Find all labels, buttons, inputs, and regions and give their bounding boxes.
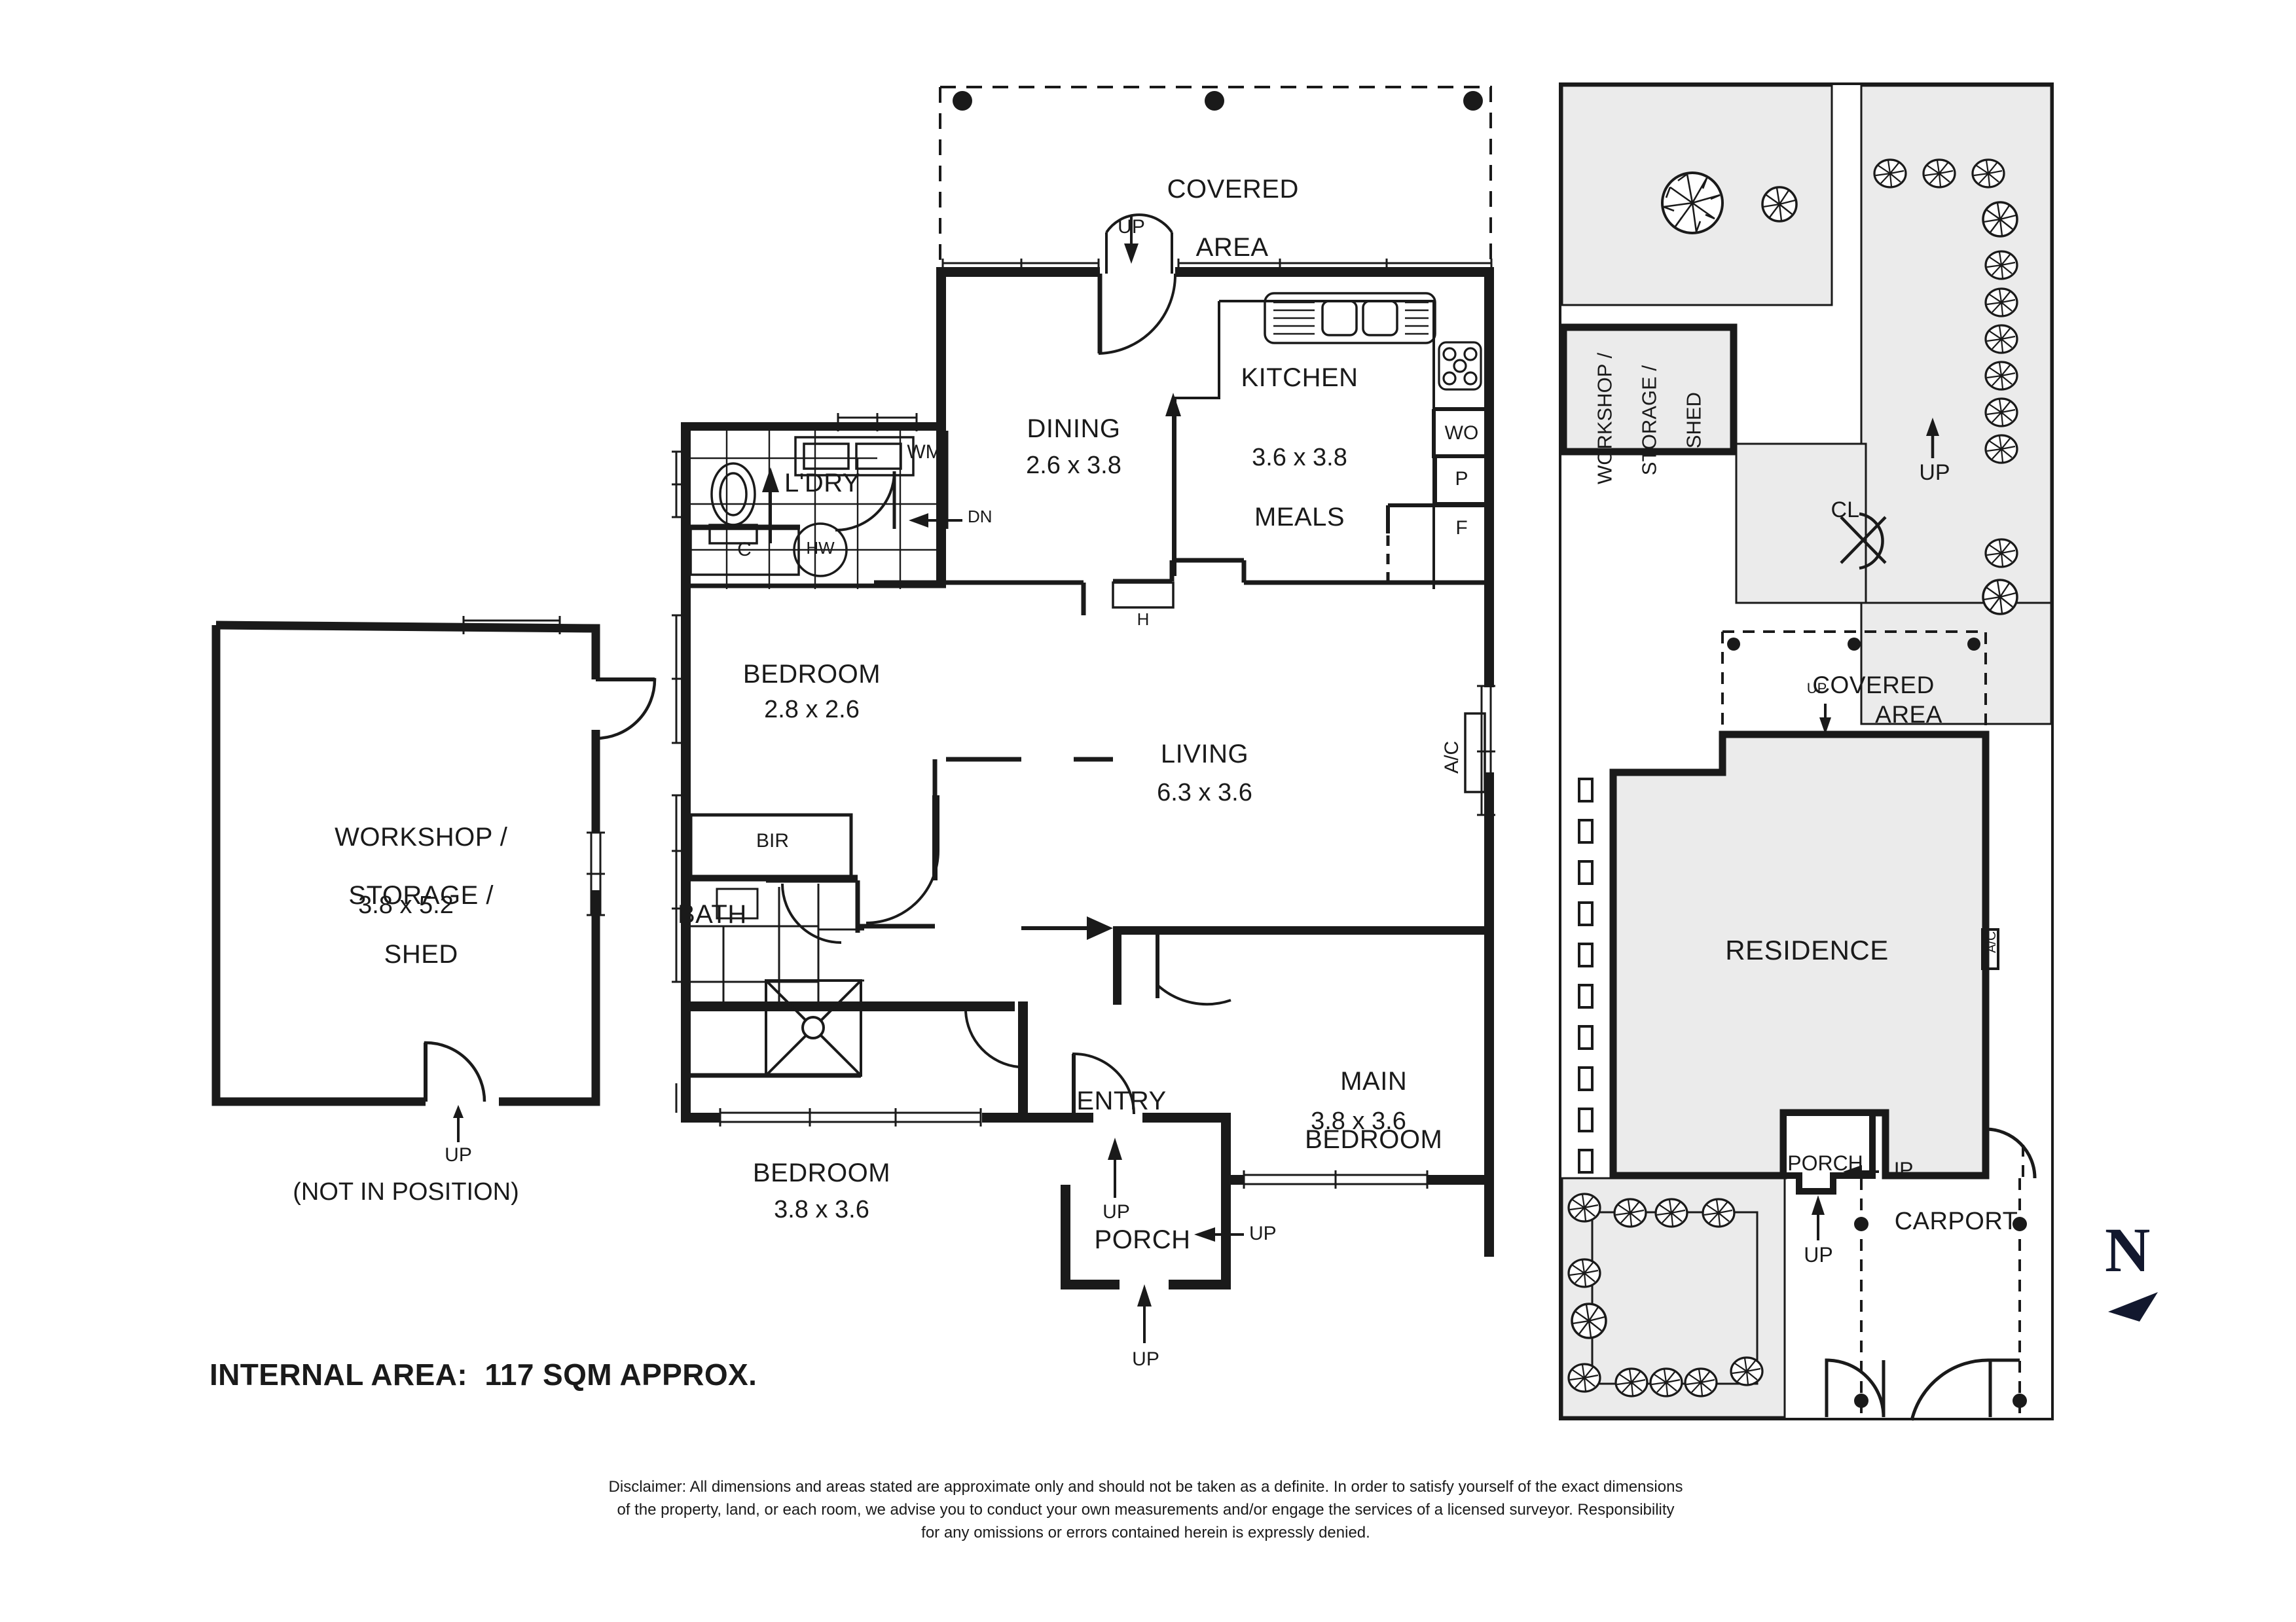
direction-label-dn: DN — [968, 507, 993, 526]
disclaimer-line-3: for any omissions or errors contained he… — [921, 1524, 1370, 1541]
fixture-label-p: P — [1455, 468, 1468, 490]
site-up-label-rear: UP — [1919, 460, 1950, 485]
room-dim-dining: 2.6 x 3.8 — [1026, 452, 1121, 479]
site-up-label-covered: UP — [1806, 680, 1827, 696]
room-dim-kitchen: 3.6 x 3.8 — [1252, 444, 1347, 471]
site-covered-area-label-2: AREA — [1875, 701, 1942, 729]
fixture-label-h: H — [1137, 609, 1150, 629]
site-up-label-porch: UP — [1884, 1158, 1914, 1181]
compass-north-label: N — [2105, 1215, 2151, 1285]
site-clothesline-label: CL — [1831, 497, 1859, 522]
direction-label-up-porch-front: UP — [1132, 1348, 1159, 1370]
residence-thin-lines — [672, 213, 1495, 1343]
room-dim-main-bedroom: 3.8 x 3.6 — [1311, 1108, 1406, 1135]
site-covered-area-label: COVERED — [1812, 672, 1935, 699]
room-label-bedroom-3: BEDROOM — [752, 1159, 891, 1187]
detached-workshop-dimensions: 3.8 x 5.2 — [358, 892, 454, 919]
room-label-bedroom-2: BEDROOM — [742, 660, 881, 689]
fixture-label-wm: WM — [907, 441, 942, 463]
fixture-label-f: F — [1455, 517, 1468, 539]
covered-area-up-label: UP — [1118, 216, 1145, 238]
site-plan — [1559, 82, 2054, 1421]
room-dim-living: 6.3 x 3.6 — [1157, 779, 1252, 806]
direction-label-up-porch-side: UP — [1249, 1223, 1277, 1244]
room-label-dining: DINING — [1027, 414, 1121, 443]
room-dim-bedroom-2: 2.8 x 2.6 — [764, 696, 860, 723]
room-label-entry: ENTRY — [1076, 1087, 1167, 1115]
detached-workshop-outline — [211, 616, 657, 1142]
site-up-label-path: UP — [1804, 1243, 1833, 1267]
fixture-label-hw: HW — [806, 538, 835, 558]
disclaimer-line-2: of the property, land, or each room, we … — [617, 1501, 1675, 1519]
disclaimer-line-1: Disclaimer: All dimensions and areas sta… — [608, 1478, 1683, 1496]
detached-workshop-note: (NOT IN POSITION) — [293, 1178, 519, 1206]
room-label-living: LIVING — [1160, 740, 1249, 768]
internal-area-note: INTERNAL AREA: 117 SQM APPROX. — [210, 1358, 757, 1392]
room-label-porch: PORCH — [1094, 1225, 1191, 1254]
site-ac-label: A/C — [1984, 931, 1999, 953]
compass-arrow — [2108, 1292, 2158, 1322]
residence-walls — [681, 267, 1494, 1289]
detached-workshop-up-label: UP — [445, 1144, 472, 1166]
room-dim-bedroom-3: 3.8 x 3.6 — [774, 1196, 869, 1223]
room-label-kitchen: KITCHEN — [1241, 363, 1358, 392]
fixture-label-bir: BIR — [756, 830, 789, 852]
covered-area-boundary — [939, 86, 1492, 272]
site-residence-label: RESIDENCE — [1725, 935, 1889, 965]
fixture-label-ac: A/C — [1441, 740, 1463, 774]
room-label-laundry: L'DRY — [784, 469, 861, 497]
room-label-meals: MEALS — [1254, 503, 1345, 532]
direction-label-up-entry: UP — [1102, 1201, 1130, 1223]
fixture-label-c: C — [737, 539, 752, 560]
site-workshop-label: WORKSHOP / STORAGE / SHED — [1593, 352, 1706, 484]
site-porch-label: PORCH — [1787, 1151, 1863, 1175]
fixture-label-wo: WO — [1444, 422, 1479, 444]
site-carport-label: CARPORT — [1894, 1208, 2018, 1235]
detached-workshop-name: WORKSHOP / STORAGE / SHED — [335, 822, 508, 969]
room-label-bath: BATH — [678, 900, 747, 929]
covered-area-label: COVERED AREA — [1167, 174, 1299, 262]
room-label-main-bedroom: MAIN BEDROOM — [1305, 1066, 1443, 1155]
